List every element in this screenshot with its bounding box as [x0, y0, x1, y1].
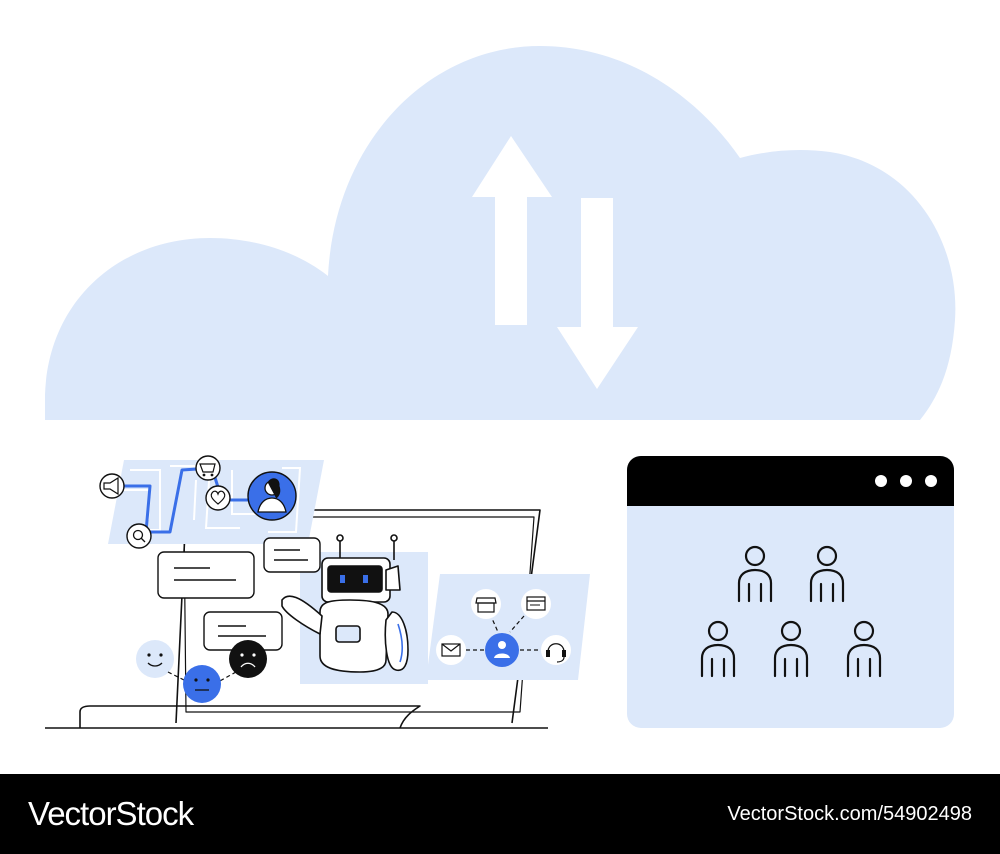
- face-connectors: [167, 671, 237, 683]
- sad-face-icon: [229, 640, 267, 678]
- headset-icon: [541, 635, 571, 665]
- upload-arrow-icon: [472, 136, 552, 325]
- image-id: VectorStock.com/54902498: [727, 802, 972, 825]
- robot-icon: [281, 534, 409, 673]
- browser-icon: [521, 589, 551, 619]
- cart-icon: [195, 455, 221, 481]
- team-icon: [700, 545, 882, 678]
- chat-bubble: [263, 537, 321, 573]
- illustration: [45, 46, 956, 729]
- team-browser-window: [627, 456, 954, 728]
- search-icon: [126, 523, 152, 549]
- vectorstock-brand: VectorStock: [28, 795, 194, 832]
- store-icon: [471, 589, 501, 619]
- download-arrow-icon: [557, 198, 638, 389]
- heart-icon: [205, 485, 231, 511]
- watermark-footer: VectorStock VectorStock.com/54902498: [0, 774, 1000, 854]
- window-dots-icon: [875, 475, 937, 487]
- smile-face-icon: [136, 640, 174, 678]
- neutral-face-icon: [183, 665, 221, 703]
- user-icon: [485, 633, 519, 667]
- customer-avatar-icon: [247, 471, 297, 521]
- chat-bubble: [157, 551, 255, 599]
- mail-icon: [436, 635, 466, 665]
- megaphone-icon: [99, 473, 125, 499]
